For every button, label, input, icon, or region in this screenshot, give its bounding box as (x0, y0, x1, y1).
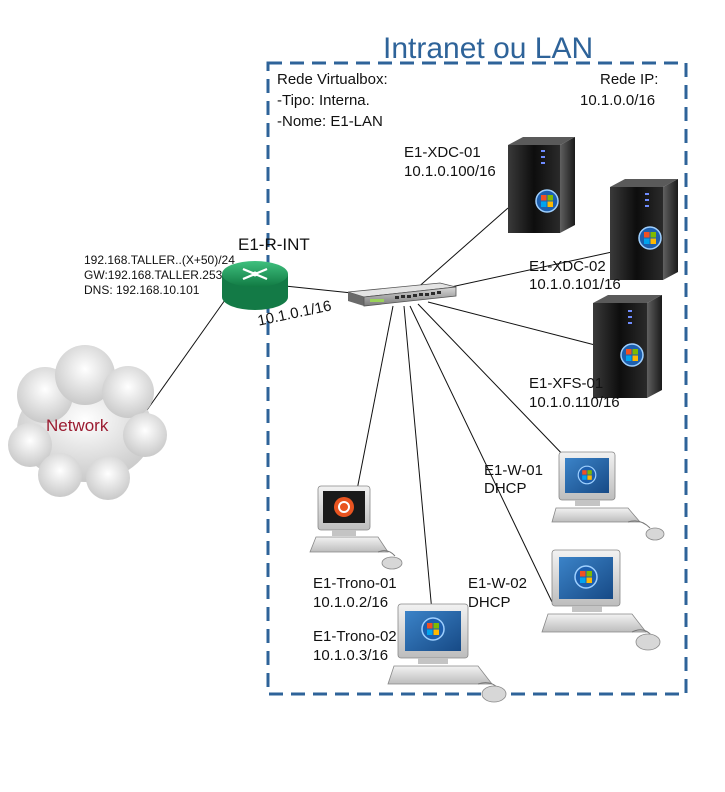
server-xdc01-icon (508, 137, 575, 233)
client-trono01-name: E1-Trono-01 (313, 575, 397, 592)
lan-boundary (266, 61, 688, 696)
server-xdc02-icon (610, 179, 678, 280)
router-gw: GW:192.168.TALLER.253 (84, 268, 223, 282)
vbox-line2: -Tipo: Interna. (277, 92, 370, 109)
client-w02-name: E1-W-02 (468, 575, 527, 592)
link-router-switch (284, 285, 353, 294)
vbox-line3: -Nome: E1-LAN (277, 113, 383, 130)
link-switch-xfs01 (427, 301, 596, 346)
workstation-w01-icon (551, 451, 665, 541)
server-xdc02-ip: 10.1.0.101/16 (529, 276, 621, 293)
server-xdc01-name: E1-XDC-01 (404, 144, 481, 161)
router-dns: DNS: 192.168.10.101 (84, 283, 200, 297)
server-xfs01-name: E1-XFS-01 (529, 375, 604, 392)
ipnet-label: Rede IP: (600, 71, 659, 88)
connections (146, 207, 613, 613)
client-trono01-ip: 10.1.0.2/16 (313, 594, 389, 611)
link-switch-xdc01 (414, 207, 509, 291)
ipnet-value: 10.1.0.0/16 (580, 92, 656, 109)
server-xfs01-ip: 10.1.0.110/16 (529, 394, 620, 411)
client-w01-ip: DHCP (484, 480, 527, 497)
router-name: E1-R-INT (238, 235, 310, 254)
workstation-trono01-icon (309, 485, 403, 570)
router-icon (222, 261, 288, 310)
network-label: Network (46, 416, 109, 435)
server-xfs01-icon (593, 295, 662, 398)
server-xdc02-name: E1-XDC-02 (529, 258, 606, 275)
workstation-trono02-icon (387, 603, 507, 703)
vbox-line1: Rede Virtualbox: (277, 71, 388, 88)
router-ext-ip: 192.168.TALLER..(X+50)/24 (84, 253, 235, 267)
client-trono02-ip: 10.1.0.3/16 (313, 647, 389, 664)
workstation-w02-icon (541, 549, 661, 651)
link-switch-xdc02 (427, 251, 613, 293)
switch-icon (347, 282, 457, 307)
client-w02-ip: DHCP (468, 594, 511, 611)
link-switch-trono02 (403, 305, 433, 613)
client-trono02-name: E1-Trono-02 (313, 628, 397, 645)
client-w01-name: E1-W-01 (484, 462, 543, 479)
cloud-icon (8, 345, 167, 500)
link-switch-trono01 (356, 305, 394, 491)
link-switch-w02 (409, 305, 553, 603)
link-network-router (146, 299, 226, 411)
server-xdc01-ip: 10.1.0.100/16 (404, 163, 496, 180)
link-switch-w01 (417, 303, 569, 461)
diagram-title: Intranet ou LAN (383, 32, 594, 65)
